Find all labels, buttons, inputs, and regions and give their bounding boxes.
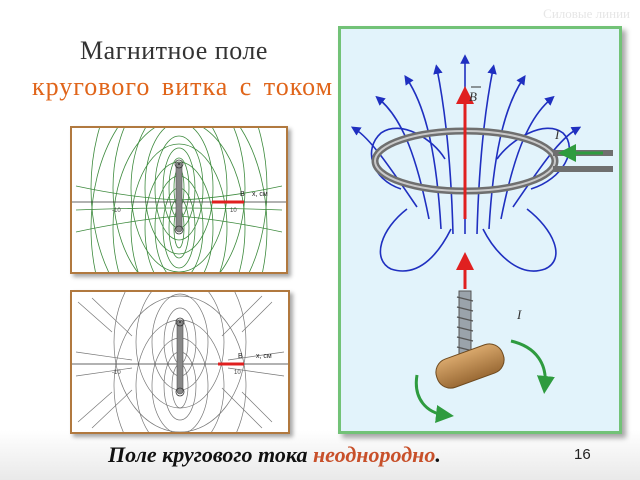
- b-vector-label: B: [238, 353, 243, 360]
- rotation-arrow-left: [414, 374, 454, 423]
- rotation-arrow-right: [510, 339, 555, 394]
- corner-section-label: Силовые линии: [543, 6, 630, 21]
- page-number: 16: [574, 446, 591, 463]
- current-label-top: I: [554, 127, 560, 142]
- caption-suffix: .: [435, 442, 441, 467]
- field-lines-svg: B x, см -10 10: [72, 128, 286, 272]
- current-out-icon: [174, 159, 184, 169]
- slide-title-line1: Магнитное поле: [80, 36, 268, 65]
- caption-prefix: Поле кругового тока: [108, 442, 313, 467]
- wire-cross-section: [176, 319, 184, 395]
- caption-accent: неоднородно: [312, 442, 436, 467]
- coil-field-illustration: B I I: [338, 26, 622, 434]
- x-axis-label: x, см: [252, 191, 268, 198]
- background-gradient: [0, 430, 640, 480]
- current-in-icon: [175, 387, 185, 397]
- tick-left: -10: [112, 370, 121, 376]
- b-vector-label: B: [469, 89, 477, 104]
- slide-title-line2: кругового витка с током: [32, 72, 334, 101]
- wire-cross-section: [175, 161, 183, 233]
- x-axis-label: x, см: [256, 353, 272, 360]
- wooden-handle-icon: [435, 343, 505, 389]
- illustration-svg: B I I: [350, 54, 613, 423]
- slide-caption: Поле кругового тока неоднородно.: [108, 442, 441, 468]
- iron-filings-simulation: B x, см -10 10: [70, 290, 290, 434]
- current-out-icon: [175, 317, 185, 327]
- b-vector-label: B: [240, 191, 245, 198]
- tick-right: 10: [230, 208, 237, 214]
- tick-left: -10: [112, 208, 121, 214]
- current-in-icon: [174, 225, 184, 235]
- tick-right: 10: [234, 370, 241, 376]
- iron-filings-svg: B x, см -10 10: [72, 292, 288, 432]
- current-label-bottom: I: [516, 307, 522, 322]
- field-lines-simulation: B x, см -10 10: [70, 126, 288, 274]
